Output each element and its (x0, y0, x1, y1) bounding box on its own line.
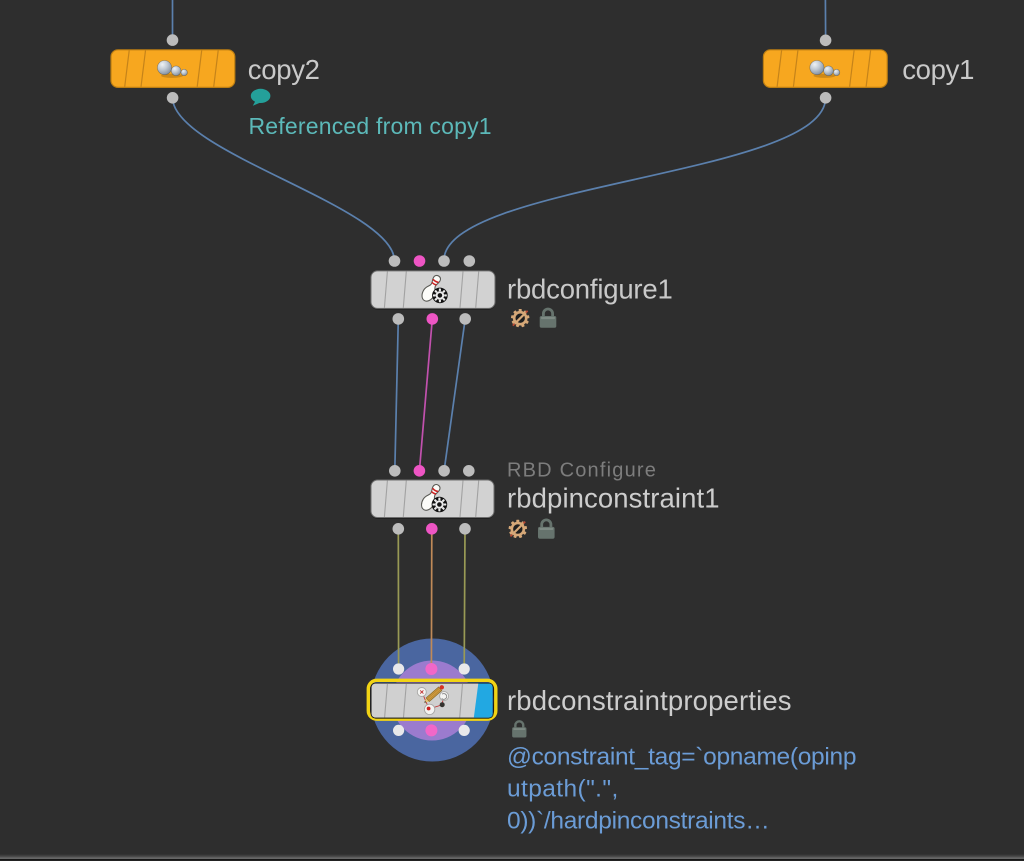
svg-text:Referenced from copy1: Referenced from copy1 (249, 113, 492, 139)
svg-text:@constraint_tag=`opname(opinp: @constraint_tag=`opname(opinp (507, 743, 856, 770)
svg-text:0))`/hardpinconstraints…: 0))`/hardpinconstraints… (507, 808, 769, 835)
svg-text:copy2: copy2 (248, 54, 320, 85)
svg-text:utpath(".",: utpath(".", (507, 776, 619, 803)
svg-text:rbdpinconstraint1: rbdpinconstraint1 (507, 482, 720, 513)
svg-text:copy1: copy1 (902, 54, 974, 85)
svg-text:rbdconfigure1: rbdconfigure1 (507, 274, 673, 305)
svg-text:RBD Configure: RBD Configure (507, 460, 657, 482)
svg-text:rbdconstraintproperties: rbdconstraintproperties (507, 685, 792, 716)
